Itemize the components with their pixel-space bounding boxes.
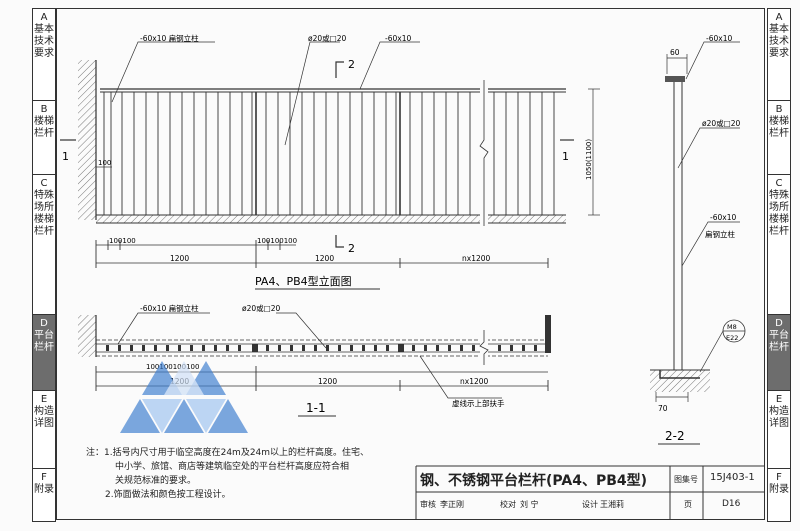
tab-b-right[interactable]: B 楼梯栏杆 bbox=[768, 101, 790, 175]
tab-label: 附录 bbox=[769, 484, 789, 495]
tab-b-left[interactable]: B 楼梯栏杆 bbox=[33, 101, 55, 175]
atlas-number: 15J403-1 bbox=[710, 472, 755, 483]
tab-letter: B bbox=[40, 104, 48, 115]
elev-dim-100: 100 bbox=[98, 159, 111, 167]
right-index-bar: A 基本技术要求 B 楼梯栏杆 C 特殊场所楼梯栏杆 D 平台栏杆 E 构造详图… bbox=[767, 8, 791, 522]
tab-label: 构造详图 bbox=[769, 406, 789, 429]
tab-letter: B bbox=[775, 104, 783, 115]
publisher-logo-watermark bbox=[120, 361, 248, 433]
tab-letter: D bbox=[40, 318, 48, 329]
elev-dim-100-row: 100100 bbox=[109, 237, 136, 245]
tab-c-right[interactable]: C 特殊场所楼梯栏杆 bbox=[768, 175, 790, 315]
slab-hatch bbox=[96, 215, 566, 223]
drawing-frame bbox=[56, 8, 765, 520]
tab-label: 平台栏杆 bbox=[34, 330, 54, 353]
tab-letter: E bbox=[775, 394, 783, 405]
plan-dashed-note: 虚线示上部扶手 bbox=[452, 398, 505, 408]
title-block-grid bbox=[415, 465, 765, 520]
tab-letter: A bbox=[40, 12, 48, 23]
tab-letter: C bbox=[775, 178, 783, 189]
sec-rail-label: -60x10 bbox=[706, 34, 732, 43]
sec-post-label2: 扁钢立柱 bbox=[705, 229, 735, 239]
designer-name: 王湘莉 bbox=[600, 500, 624, 509]
tab-f-right[interactable]: F 附录 bbox=[768, 469, 790, 521]
page-number: D16 bbox=[722, 499, 741, 509]
elev-height-dim: 1050(1100) bbox=[585, 139, 593, 180]
plan-post-label: -60x10 扁钢立柱 bbox=[140, 303, 199, 313]
sec-post-label: -60x10 bbox=[710, 213, 736, 222]
tab-label: 楼梯栏杆 bbox=[34, 116, 54, 139]
sec-dim-70: 70 bbox=[658, 404, 668, 413]
tab-label: 基本技术要求 bbox=[34, 24, 54, 59]
tab-letter: D bbox=[775, 318, 783, 329]
plan-dim-row: 100100100100 bbox=[146, 363, 199, 371]
elev-dim-1200: 1200 bbox=[170, 254, 189, 263]
note-line-4: 2.饰面做法和颜色按工程设计。 bbox=[105, 490, 231, 500]
sec-rod-label: ø20或□20 bbox=[702, 118, 740, 128]
review-label: 审核 bbox=[420, 500, 436, 509]
elev-section2-bottom: 2 bbox=[348, 242, 355, 255]
elev-post-label: -60x10 扁钢立柱 bbox=[140, 33, 199, 43]
tab-c-left[interactable]: C 特殊场所楼梯栏杆 bbox=[33, 175, 55, 315]
page-label: 页 bbox=[684, 500, 692, 509]
tab-d-right[interactable]: D 平台栏杆 bbox=[768, 315, 790, 391]
plan-dim-n1200: nx1200 bbox=[460, 377, 489, 386]
tab-d-left[interactable]: D 平台栏杆 bbox=[33, 315, 55, 391]
tab-letter: E bbox=[40, 394, 48, 405]
elev-rod-label: ø20或□20 bbox=[308, 33, 346, 43]
tab-a-right[interactable]: A 基本技术要求 bbox=[768, 9, 790, 101]
sec-dim-60: 60 bbox=[670, 48, 680, 57]
sec-bolt-bottom: E22 bbox=[726, 334, 738, 342]
section-title: 2-2 bbox=[665, 429, 685, 443]
atlas-label: 图集号 bbox=[674, 475, 698, 484]
tab-letter: C bbox=[40, 178, 48, 189]
elev-dim-100-row2: 100100100 bbox=[257, 237, 297, 245]
elev-dim-n1200: nx1200 bbox=[462, 254, 491, 263]
tab-label: 构造详图 bbox=[34, 406, 54, 429]
elevation-drawing bbox=[60, 41, 600, 268]
tab-label: 特殊场所楼梯栏杆 bbox=[769, 190, 789, 237]
elev-rail-label: -60x10 bbox=[385, 34, 411, 43]
tab-e-left[interactable]: E 构造详图 bbox=[33, 391, 55, 469]
section-drawing bbox=[650, 41, 746, 402]
note-line-2: 中小学、旅馆、商店等建筑临空处的平台栏杆高度应符合相 bbox=[115, 462, 350, 472]
tab-label: 楼梯栏杆 bbox=[769, 116, 789, 139]
drawing-title: 钢、不锈钢平台栏杆(PA4、PB4型) bbox=[420, 473, 648, 489]
elev-section1-left: 1 bbox=[62, 150, 69, 163]
design-label: 设计 bbox=[582, 500, 598, 509]
tab-label: 特殊场所楼梯栏杆 bbox=[34, 190, 54, 237]
tab-label: 平台栏杆 bbox=[769, 330, 789, 353]
tab-letter: F bbox=[776, 472, 782, 483]
tab-label: 附录 bbox=[34, 484, 54, 495]
elev-section1-right: 1 bbox=[562, 150, 569, 163]
tab-f-left[interactable]: F 附录 bbox=[33, 469, 55, 521]
check-label: 校对 bbox=[500, 500, 516, 509]
plan-rod-label: ø20或□20 bbox=[242, 303, 280, 313]
plan-dim-1200b: 1200 bbox=[318, 377, 337, 386]
notes-prefix: 注： bbox=[86, 448, 105, 458]
checker-name: 刘 宁 bbox=[520, 500, 539, 509]
left-index-bar: A 基本技术要求 B 楼梯栏杆 C 特殊场所楼梯栏杆 D 平台栏杆 E 构造详图… bbox=[32, 8, 56, 522]
tab-label: 基本技术要求 bbox=[769, 24, 789, 59]
tab-a-left[interactable]: A 基本技术要求 bbox=[33, 9, 55, 101]
wall-hatch bbox=[78, 60, 96, 220]
notes-block: 注：1.括号内尺寸用于临空高度在24m及24m以上的栏杆高度。住宅、 中小学、旅… bbox=[86, 446, 416, 502]
elevation-title: PA4、PB4型立面图 bbox=[255, 274, 352, 288]
elev-section2-top: 2 bbox=[348, 58, 355, 71]
reviewer-name: 李正刚 bbox=[440, 500, 464, 509]
tab-e-right[interactable]: E 构造详图 bbox=[768, 391, 790, 469]
tab-letter: A bbox=[775, 12, 783, 23]
note-line-1: 1.括号内尺寸用于临空高度在24m及24m以上的栏杆高度。住宅、 bbox=[104, 448, 370, 458]
sec-bolt-top: M8 bbox=[727, 323, 737, 331]
tab-letter: F bbox=[41, 472, 47, 483]
note-line-3: 关规范标准的要求。 bbox=[115, 476, 197, 486]
elev-dim-1200b: 1200 bbox=[315, 254, 334, 263]
plan-title: 1-1 bbox=[306, 401, 326, 415]
